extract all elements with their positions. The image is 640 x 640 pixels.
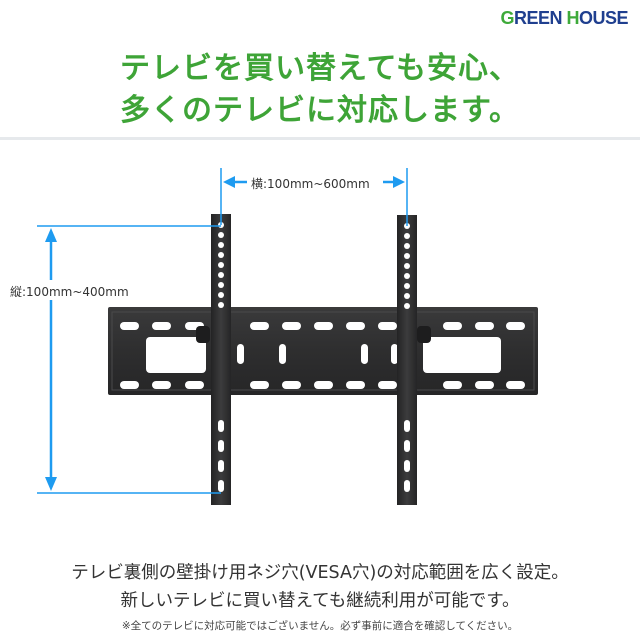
horizontal-dimension — [220, 168, 408, 226]
logo-text-reen: REEN — [513, 8, 567, 28]
headline-line-1: テレビを買い替えても安心、 — [120, 51, 520, 86]
left-vertical-rail — [211, 214, 231, 505]
brand-logo: GREEN HOUSE — [500, 8, 628, 29]
section-divider — [0, 137, 640, 140]
right-vertical-rail — [397, 215, 417, 505]
vertical-range-label: 縦:100mm~400mm — [10, 283, 129, 300]
logo-letter-h: H — [566, 8, 579, 28]
headline: テレビを買い替えても安心、 多くのテレビに対応します。 — [0, 48, 640, 132]
horizontal-range-label: 横:100mm~600mm — [251, 177, 370, 191]
logo-letter-g: G — [500, 8, 514, 28]
vertical-dimension — [37, 225, 221, 494]
wall-plate — [108, 307, 538, 395]
description-line-2: 新しいテレビに買い替えても継続利用が可能です。 — [120, 591, 520, 611]
description-line-1: テレビ裏側の壁掛け用ネジ穴(VESA穴)の対応範囲を広く設定。 — [71, 563, 569, 583]
logo-text-ouse: OUSE — [578, 8, 629, 28]
headline-line-2: 多くのテレビに対応します。 — [120, 93, 520, 128]
compatibility-note: ※全てのテレビに対応可能ではございません。必ず事前に適合を確認してください。 — [121, 620, 519, 632]
